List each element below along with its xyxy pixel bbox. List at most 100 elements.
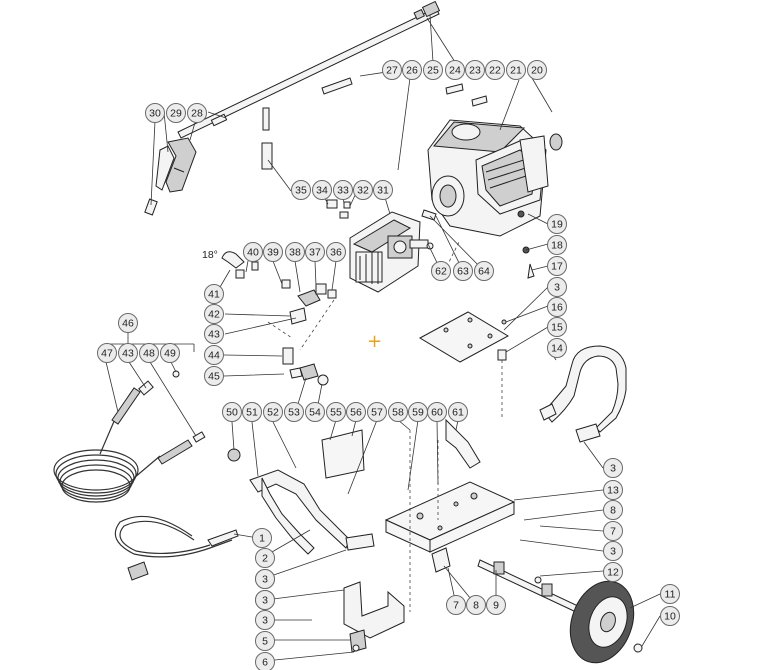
callout-number: 8 [473,600,479,612]
pump [326,199,439,293]
callout-number: 33 [337,185,349,197]
callout-63: 63 [453,261,473,281]
callout-41: 41 [204,284,224,304]
callout-34: 34 [312,180,332,200]
callout-48: 48 [139,343,159,363]
callout-number: 43 [208,329,220,341]
cursor-crosshair: + [367,331,382,352]
callout-11: 11 [660,584,680,604]
callout-3: 3 [603,458,623,478]
callout-21: 21 [506,60,526,80]
callout-number: 52 [267,407,279,419]
callout-3: 3 [255,569,275,589]
callout-number: 20 [531,65,543,77]
callout-38: 38 [285,242,305,262]
callout-30: 30 [145,103,165,123]
callout-27: 27 [382,60,402,80]
callout-15: 15 [547,317,567,337]
callout-62: 62 [431,261,451,281]
callout-number: 55 [330,407,342,419]
callout-number: 3 [610,546,616,558]
angle-note: 18° [202,249,218,261]
callout-53: 53 [284,402,304,422]
callout-number: 41 [208,289,220,301]
callout-12: 12 [603,562,623,582]
callout-number: 24 [449,65,461,77]
callout-32: 32 [353,180,373,200]
callout-number: 19 [551,219,563,231]
unloader-fittings [221,251,337,386]
spray-wand [177,0,441,139]
callout-number: 39 [267,247,279,259]
callout-number: 5 [262,636,268,648]
callout-46: 46 [118,313,138,333]
callout-42: 42 [204,304,224,324]
callout-3: 3 [603,541,623,561]
callout-number: 25 [427,65,439,77]
callout-number: 3 [262,574,268,586]
callout-52: 52 [263,402,283,422]
callout-number: 47 [101,348,113,360]
callout-58: 58 [388,402,408,422]
callout-number: 51 [246,407,258,419]
callout-7: 7 [446,595,466,615]
callout-number: 1 [259,533,265,545]
callout-number: 26 [406,65,418,77]
callout-number: 15 [551,322,563,334]
callout-33: 33 [333,180,353,200]
base-frame [384,481,516,573]
callout-number: 43 [122,348,134,360]
callout-number: 14 [551,343,563,355]
callout-35: 35 [291,180,311,200]
callout-31: 31 [373,180,393,200]
callout-number: 40 [247,247,259,259]
callout-10: 10 [660,606,680,626]
callout-number: 27 [386,65,398,77]
callout-13: 13 [603,480,623,500]
callout-number: 21 [510,65,522,77]
callout-number: 61 [452,407,464,419]
callout-3: 3 [547,277,567,297]
nozzle-tips [261,77,488,170]
callout-8: 8 [466,595,486,615]
callout-number: 49 [164,348,176,360]
engine [421,119,563,279]
callout-20: 20 [527,60,547,80]
callout-number: 60 [431,407,443,419]
callout-59: 59 [408,402,428,422]
callout-number: 54 [309,407,321,419]
callout-number: 36 [330,247,342,259]
callout-39: 39 [263,242,283,262]
callout-17: 17 [547,256,567,276]
callout-number: 32 [357,185,369,197]
callout-number: 23 [469,65,481,77]
callout-number: 45 [208,371,220,383]
callout-49: 49 [160,343,180,363]
callout-number: 44 [208,350,220,362]
wheel [569,580,643,664]
callout-number: 3 [610,463,616,475]
callout-number: 22 [489,65,501,77]
callout-56: 56 [346,402,366,422]
coiled-hose [53,370,206,503]
callout-16: 16 [547,297,567,317]
callout-36: 36 [326,242,346,262]
callout-number: 50 [226,407,238,419]
callout-number: 46 [122,318,134,330]
callout-37: 37 [305,242,325,262]
callout-number: 29 [170,108,182,120]
callout-number: 7 [453,600,459,612]
callout-60: 60 [427,402,447,422]
callout-number: 30 [149,108,161,120]
callout-number: 16 [551,302,563,314]
callout-number: 35 [295,185,307,197]
callout-number: 31 [377,185,389,197]
callout-43: 43 [204,324,224,344]
callout-number: 63 [457,266,469,278]
callout-61: 61 [448,402,468,422]
callout-number: 6 [262,657,268,669]
callout-26: 26 [402,60,422,80]
callout-number: 34 [316,185,328,197]
callout-29: 29 [166,103,186,123]
callout-18: 18 [547,235,567,255]
